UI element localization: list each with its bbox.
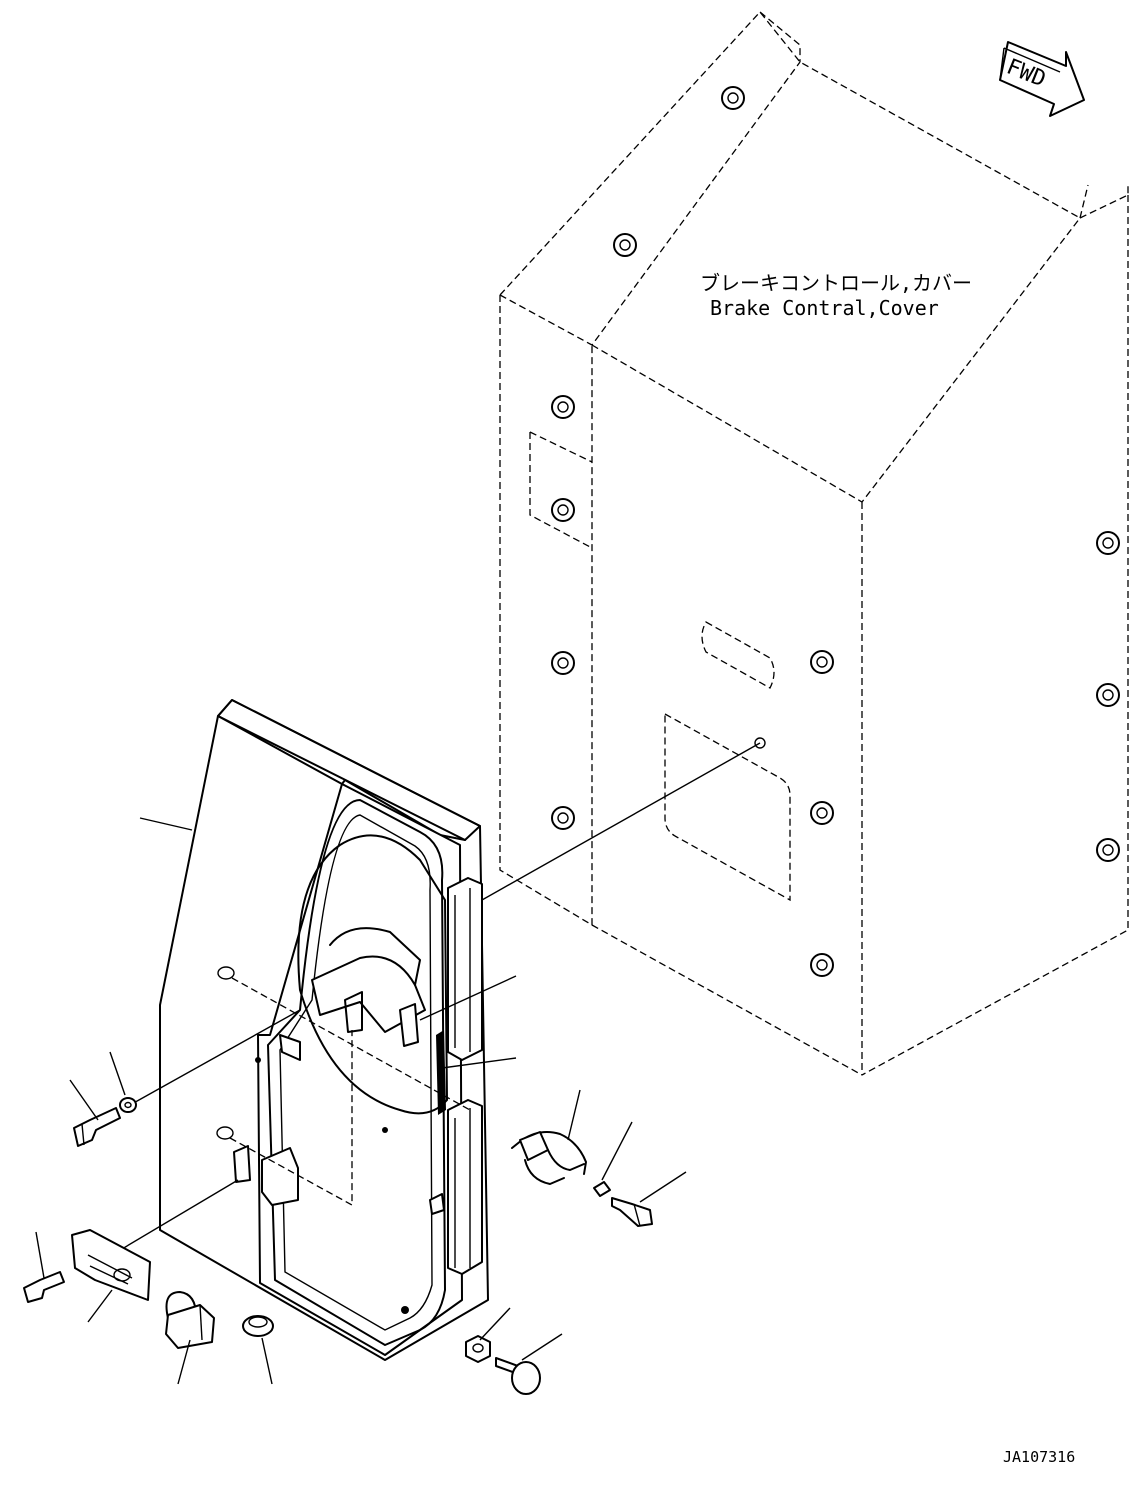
bolt-left [73, 1107, 121, 1147]
clamp-bracket [511, 1131, 587, 1185]
leader-lines [35, 817, 687, 1385]
access-door-assembly [94, 699, 489, 1361]
fwd-text: FWD [1003, 54, 1049, 92]
drawing-number: JA107316 [1003, 1448, 1075, 1466]
fwd-arrow-badge: FWD [999, 41, 1085, 117]
loose-hardware [23, 1097, 653, 1395]
washer-left [119, 1097, 137, 1113]
latch-plate [71, 1229, 151, 1301]
fwd-arrow-outline [999, 41, 1085, 117]
bolt-right [611, 1197, 653, 1227]
cover-bolt-heads [551, 86, 1120, 977]
cover-label-english: Brake Contral,Cover [710, 296, 939, 320]
grommet [242, 1315, 274, 1337]
cover-label-japanese: ブレーキコントロール,カバー [700, 271, 972, 295]
latch-screw [23, 1271, 65, 1303]
brake-control-cover [419, 11, 1129, 1076]
padlock [165, 1291, 215, 1349]
washer-right [593, 1181, 611, 1197]
nut [465, 1335, 491, 1363]
round-head-bolt [495, 1357, 541, 1395]
